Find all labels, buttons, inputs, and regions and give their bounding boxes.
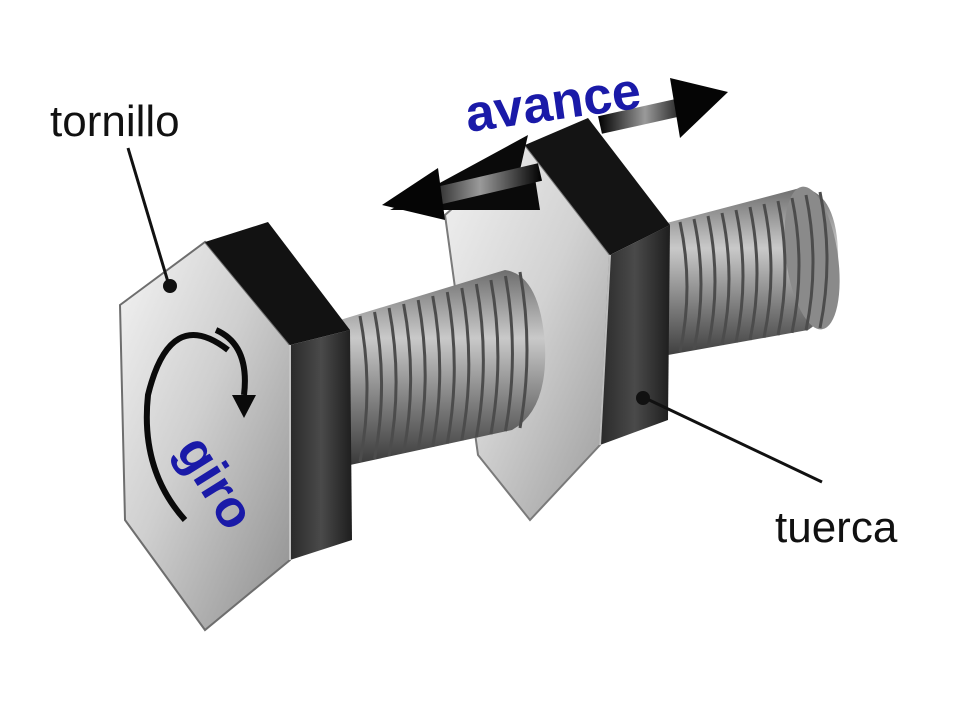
thread-ring — [503, 275, 514, 432]
nut-label: tuerca — [775, 503, 898, 552]
thread-ring — [734, 209, 745, 343]
thread-ring — [373, 311, 384, 460]
curved-arrow-icon — [143, 327, 256, 523]
screw-label: tornillo — [50, 97, 180, 146]
leader-lines — [126, 147, 823, 484]
thread-ring — [818, 191, 829, 329]
thread-ring — [790, 197, 801, 334]
screw-shaft-front — [340, 270, 546, 465]
double-headed-arrow-icon — [382, 78, 728, 220]
thread-ring — [489, 279, 500, 435]
thread-ring — [445, 291, 456, 444]
thread-ring — [416, 299, 427, 450]
thread-ring — [762, 203, 773, 338]
thread-ring — [776, 200, 787, 336]
thread-ring — [460, 287, 471, 441]
thread-ring — [387, 307, 398, 457]
thread-ring — [804, 194, 815, 331]
thread-ring — [518, 271, 529, 429]
thread-ring — [402, 303, 413, 454]
thread-ring — [692, 218, 703, 350]
thread-ring — [358, 315, 369, 463]
thread-ring — [748, 206, 759, 341]
advance-label: avance — [462, 62, 645, 144]
thread-ring — [678, 221, 689, 353]
thread-ring — [706, 215, 717, 348]
thread-ring — [431, 295, 442, 447]
thread-ring — [720, 212, 731, 346]
screw-shaft-back — [640, 186, 840, 360]
bolt-head — [118, 222, 352, 632]
thread-ring — [474, 283, 485, 438]
